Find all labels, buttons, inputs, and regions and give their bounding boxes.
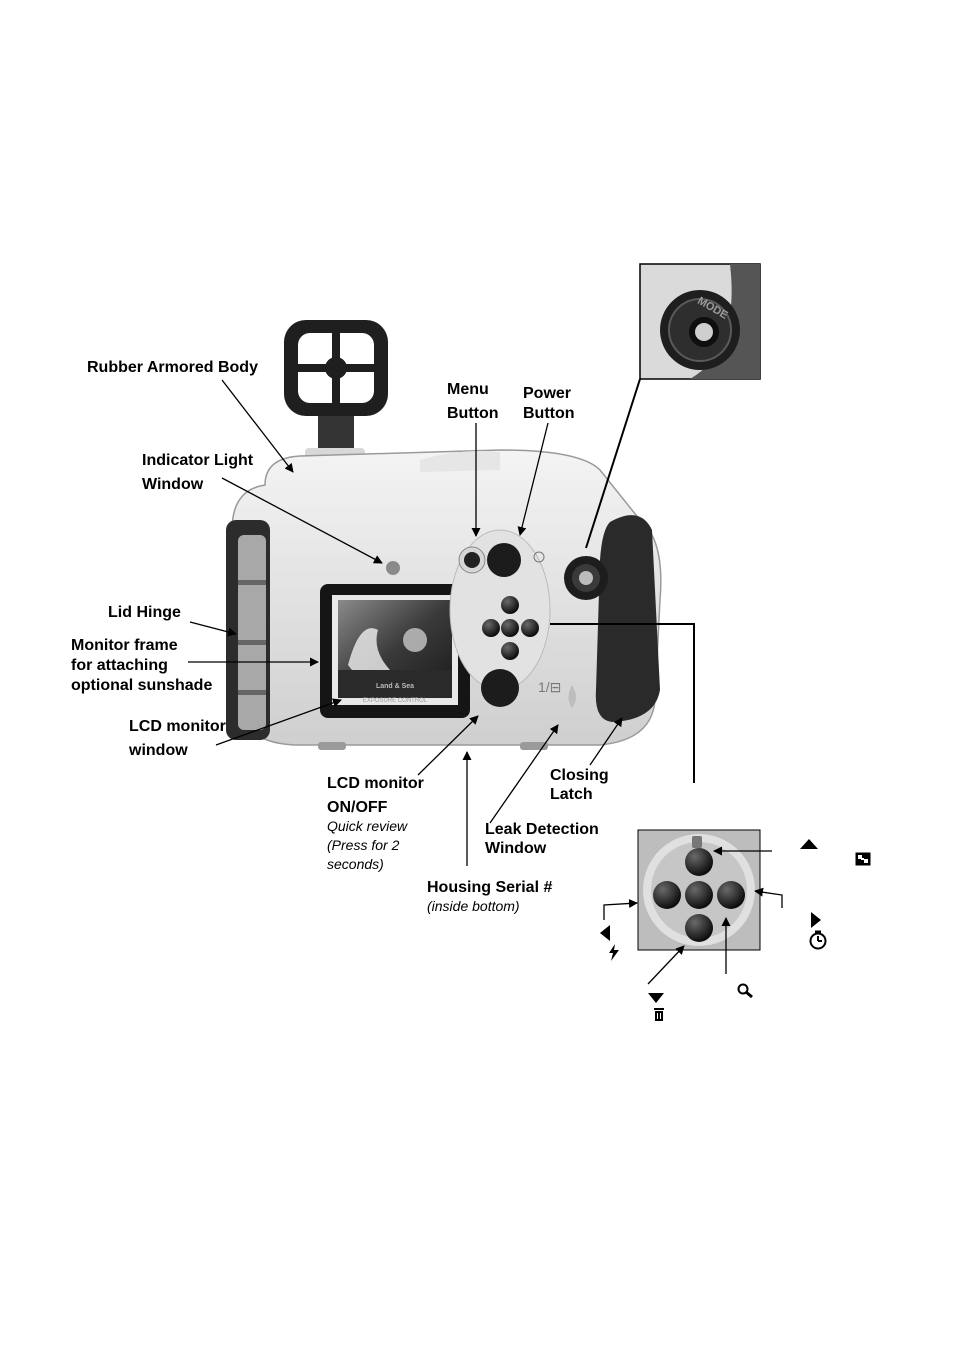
up-button[interactable]	[685, 848, 713, 876]
triangle-up-icon	[800, 839, 818, 849]
trash-icon	[654, 1008, 664, 1021]
mode-dial-inset: MODE	[639, 263, 761, 380]
label-indicator-light: Indicator Light	[142, 452, 254, 469]
center-button[interactable]	[685, 881, 713, 909]
label-closing-latch-1: Closing	[550, 767, 609, 784]
down-button[interactable]	[685, 914, 713, 942]
label-housing-serial-sub: (inside bottom)	[427, 898, 520, 914]
label-lcd-onoff-sub-1: Quick review	[327, 818, 408, 834]
left-button[interactable]	[653, 881, 681, 909]
label-lcd-onoff-sub-3: seconds)	[327, 856, 384, 872]
control-pad-inset	[637, 829, 761, 951]
right-button[interactable]	[717, 881, 745, 909]
label-monitor-frame-3: optional sunshade	[71, 677, 213, 694]
label-power: Power	[523, 385, 572, 402]
label-lcd-window-1: LCD monitor	[129, 718, 226, 735]
menu-button[interactable]	[464, 552, 480, 568]
screen-subtitle: EXPOSURE CONTROL	[363, 698, 428, 704]
label-housing-serial: Housing Serial #	[427, 879, 553, 896]
triangle-down-icon	[648, 993, 664, 1003]
exposure-icon	[855, 852, 871, 866]
zoom-icon	[737, 983, 753, 999]
triangle-right-icon	[811, 912, 821, 928]
power-button[interactable]	[487, 543, 521, 577]
leak-detection-window	[568, 685, 576, 708]
control-cluster: 1/⊟	[449, 529, 608, 708]
leader-lines	[188, 378, 783, 985]
screen-brand: Land & Sea	[376, 683, 414, 690]
label-menu-button: Button	[447, 405, 499, 422]
label-lcd-onoff-1: LCD monitor	[327, 775, 424, 792]
label-lcd-onoff-sub-2: (Press for 2	[327, 837, 400, 853]
label-menu: Menu	[447, 381, 489, 398]
label-indicator-light-window: Window	[142, 476, 204, 493]
label-monitor-frame-1: Monitor frame	[71, 637, 178, 654]
self-timer-icon	[809, 930, 827, 950]
label-leak-detection-2: Window	[485, 840, 547, 857]
label-lcd-window-2: window	[129, 742, 188, 759]
label-rubber-armored-body: Rubber Armored Body	[87, 359, 258, 376]
sport-finder	[284, 320, 388, 474]
label-power-button: Button	[523, 405, 575, 422]
indicator-light-window	[386, 561, 400, 575]
flash-icon	[609, 944, 619, 961]
lcd-onoff-button[interactable]	[481, 669, 519, 707]
label-leak-detection-1: Leak Detection	[485, 821, 599, 838]
label-closing-latch-2: Latch	[550, 786, 593, 803]
triangle-left-icon	[600, 925, 610, 941]
label-lcd-onoff-2: ON/OFF	[327, 799, 388, 816]
lcd-monitor-window: Land & Sea EXPOSURE CONTROL	[320, 584, 470, 718]
svg-text:1/⊟: 1/⊟	[538, 679, 561, 695]
label-monitor-frame-2: for attaching	[71, 657, 168, 674]
label-lid-hinge: Lid Hinge	[108, 604, 181, 621]
